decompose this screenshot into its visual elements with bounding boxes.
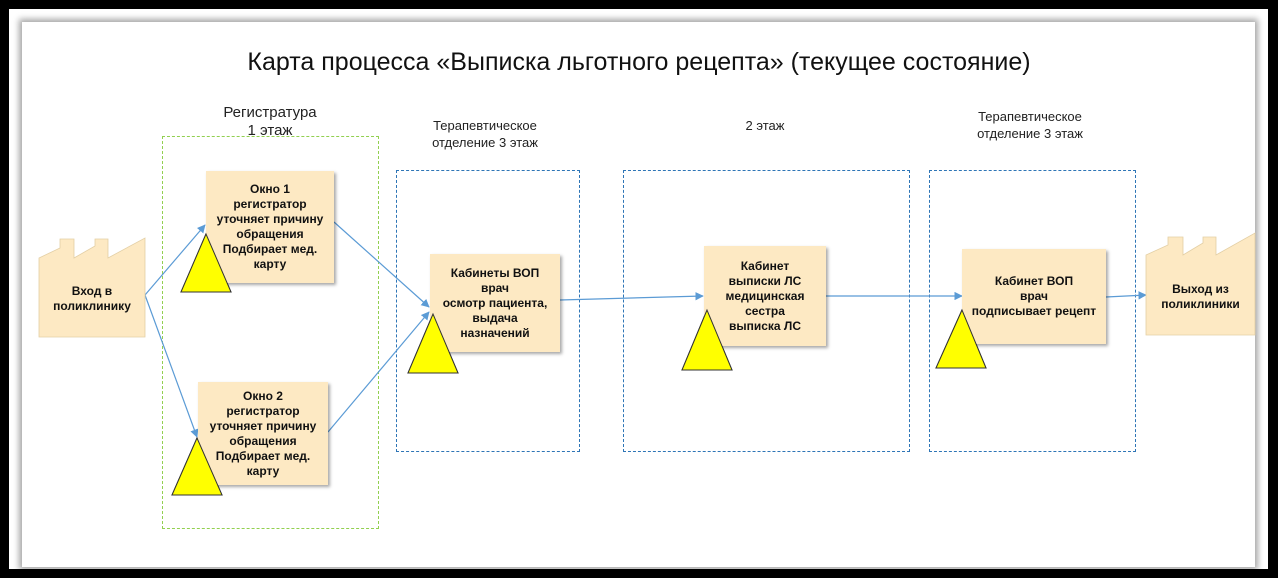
zone-therapy-2 [929,170,1136,452]
zone-label-registry: Регистратура 1 этаж [223,104,317,139]
arrow-entry-to-window2 [144,294,199,438]
warning-triangle-window2-icon [171,436,223,496]
zone-label-therapy-2: Терапевтическое отделение 3 этаж [977,109,1083,141]
exit-label: Выход из поликлиники [1161,282,1240,311]
exit-factory-icon [1145,232,1256,336]
step-window-2: Окно 2 регистратор уточняет причину обра… [198,382,328,485]
warning-triangle-nurse-icon [681,308,733,371]
warning-triangle-gp-icon [407,312,459,374]
zone-label-therapy-1: Терапевтическое отделение 3 этаж [432,118,538,150]
entry-label: Вход в поликлинику [53,284,131,313]
arrow-window2-to-gp [327,311,430,433]
step-gp-doctor: Кабинеты ВОП врач осмотр пациента, выдач… [430,254,560,352]
step-window-1: Окно 1 регистратор уточняет причину обра… [206,171,334,283]
warning-triangle-window1-icon [180,232,232,293]
diagram-title: Карта процесса «Выписка льготного рецепт… [247,48,1031,76]
arrow-window1-to-gp [333,221,430,308]
arrow-entry-to-window1 [144,224,206,296]
arrow-sign-to-exit [1105,291,1147,300]
zone-therapy-1 [396,170,580,452]
warning-triangle-sign-icon [935,308,987,369]
zone-label-floor-2: 2 этаж [745,118,785,133]
step-gp-sign: Кабинет ВОП врач подписывает рецепт [962,249,1106,344]
arrow-gp-to-nurse [559,292,704,301]
step-drug-nurse: Кабинет выписки ЛС медицинская сестра вы… [704,246,826,346]
entry-factory-icon [38,237,146,338]
zone-floor-2 [623,170,910,452]
zone-registry [162,136,379,529]
flow-arrows [144,221,1147,438]
